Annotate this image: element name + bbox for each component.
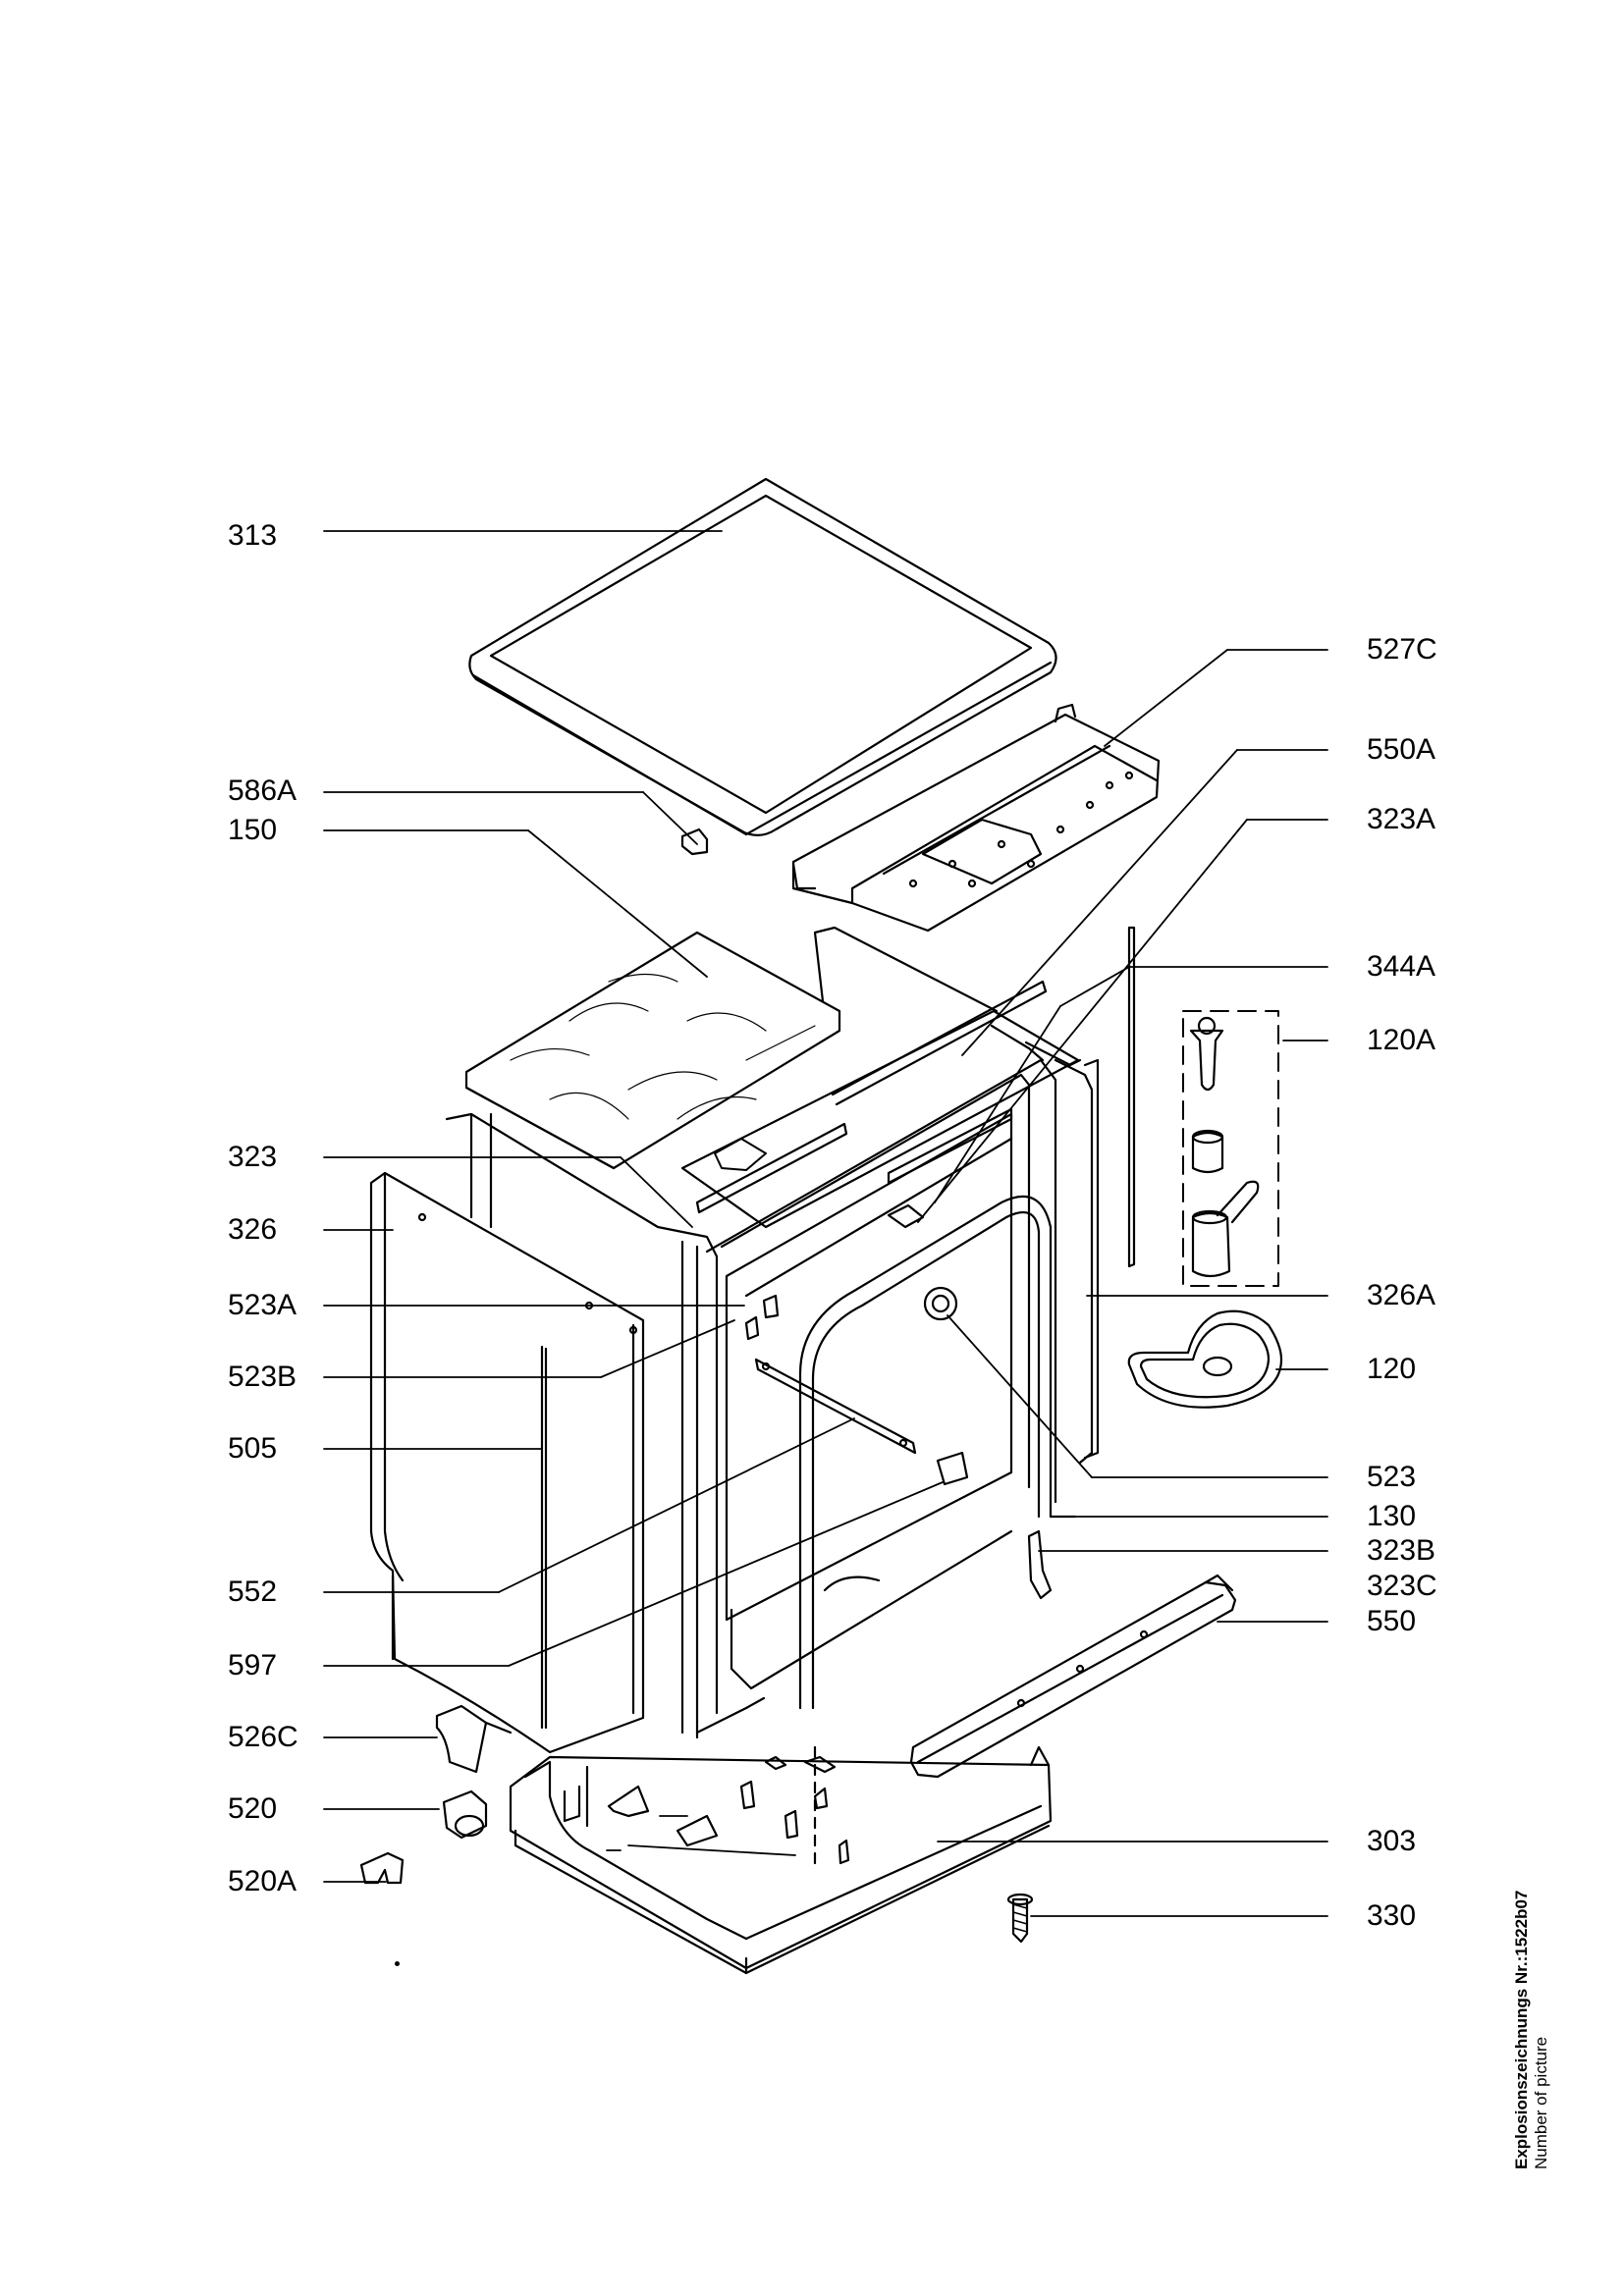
bracket-526c [435, 1704, 513, 1774]
control-panel-bracket [791, 703, 1161, 933]
part-label-323b: 323B [1367, 1534, 1436, 1567]
part-label-505: 505 [228, 1432, 278, 1465]
clip-586a [680, 828, 709, 856]
insulation-mat [464, 931, 841, 1170]
leader-lines-right [917, 649, 1328, 1917]
side-strip-326a [1083, 926, 1136, 1460]
part-label-323: 323 [228, 1141, 278, 1173]
base-rail-550 [909, 1574, 1237, 1779]
part-label-550: 550 [1367, 1605, 1417, 1637]
caption-line-1: Explosionszeichnungs Nr.:1522b07 [1512, 1890, 1531, 2169]
screw-330 [1006, 1893, 1034, 1944]
picture-number-caption: Explosionszeichnungs Nr.:1522b07 Number … [1512, 1891, 1551, 2169]
hinge-323b [1027, 1529, 1053, 1600]
part-label-150: 150 [228, 814, 278, 846]
filter-set-box [1182, 1010, 1279, 1287]
clips-523 [744, 1294, 780, 1341]
part-label-323c: 323C [1367, 1570, 1437, 1602]
part-label-120: 120 [1367, 1353, 1417, 1385]
part-label-520: 520 [228, 1792, 278, 1825]
part-label-526c: 526C [228, 1721, 298, 1753]
rail-552 [754, 1358, 917, 1455]
part-label-326: 326 [228, 1213, 278, 1246]
tub-body [445, 1058, 1094, 1739]
side-panel-left [369, 1171, 645, 1754]
part-label-303: 303 [1367, 1825, 1417, 1857]
part-label-323a: 323A [1367, 803, 1436, 835]
part-label-313: 313 [228, 519, 278, 552]
foot-520 [442, 1789, 488, 1840]
worktop-lid [468, 477, 1057, 836]
bracket-597 [936, 1451, 969, 1486]
part-label-120a: 120A [1367, 1024, 1436, 1056]
caption-line-2: Number of picture [1532, 2036, 1550, 2169]
part-label-550a: 550A [1367, 733, 1436, 766]
part-label-344a: 344A [1367, 950, 1436, 983]
part-label-597: 597 [228, 1649, 278, 1682]
part-label-130: 130 [1367, 1500, 1417, 1532]
strainer-120 [1127, 1309, 1283, 1409]
part-label-523: 523 [1367, 1461, 1417, 1493]
part-label-527c: 527C [1367, 633, 1437, 666]
float-523 [923, 1286, 958, 1321]
part-label-523b: 523B [228, 1361, 298, 1393]
tub-top-frame [680, 926, 1082, 1229]
base-frame-303 [509, 1745, 1053, 1975]
part-label-523a: 523A [228, 1289, 298, 1321]
door-seal [798, 1195, 1077, 1710]
part-label-330: 330 [1367, 1899, 1417, 1932]
stray-dot [395, 1961, 400, 1966]
foot-clip-520a [359, 1851, 405, 1885]
part-label-520a: 520A [228, 1865, 298, 1897]
part-label-552: 552 [228, 1575, 278, 1608]
clip-344a [887, 1203, 925, 1229]
part-label-586a: 586A [228, 774, 298, 807]
part-label-326a: 326A [1367, 1279, 1436, 1311]
